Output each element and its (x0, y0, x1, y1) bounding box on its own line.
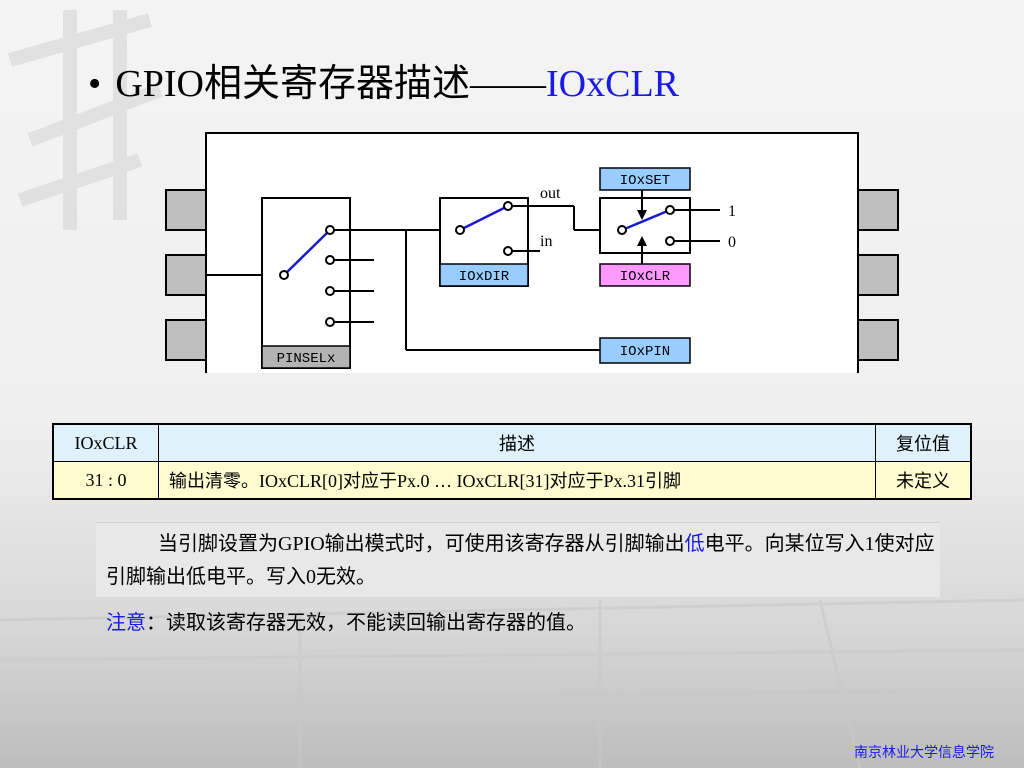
register-table: IOxCLR 描述 复位值 31 : 0 输出清零。IOxCLR[0]对应于Px… (52, 423, 972, 500)
cell-bits: 31 : 0 (52, 461, 159, 500)
note-text: ：读取该寄存器无效，不能读回输出寄存器的值。 (146, 612, 586, 634)
note-line: 注意：读取该寄存器无效，不能读回输出寄存器的值。 (106, 606, 586, 635)
gpio-diagram: PINSELx IOxDIR out in 1 0 IOxSET IOxCLR … (165, 132, 899, 373)
ioxset-label: IOxSET (620, 173, 670, 189)
header-reset-value: 复位值 (875, 423, 972, 462)
title-bullet: • (88, 63, 102, 105)
pin-left-1 (165, 189, 207, 231)
para-before: 当引脚设置为GPIO输出模式时，可使用该寄存器从引脚输出 (158, 533, 685, 555)
output-switch (621, 208, 671, 232)
pin-right-1 (857, 189, 899, 231)
label-one: 1 (728, 203, 736, 220)
ioxdir-label: IOxDIR (459, 269, 510, 285)
para-after: 电平。向某位写入1使对应引脚输出低电平。写入0无效。 (106, 533, 935, 588)
cell-reset: 未定义 (875, 461, 972, 500)
title-highlight: IOxCLR (546, 63, 679, 105)
ioxpin-label-box (599, 337, 691, 364)
description-paragraph: 当引脚设置为GPIO输出模式时，可使用该寄存器从引脚输出低电平。向某位写入1使对… (106, 528, 946, 594)
note-label: 注意 (106, 612, 146, 634)
pinsel-label: PINSELx (277, 351, 336, 367)
label-in: in (540, 233, 552, 250)
header-register: IOxCLR (52, 423, 159, 462)
pin-left-3 (165, 319, 207, 361)
header-description: 描述 (158, 423, 876, 462)
pin-right-2 (857, 254, 899, 296)
ioxclr-label-box (599, 263, 691, 287)
pin-right-3 (857, 319, 899, 361)
cell-description: 输出清零。IOxCLR[0]对应于Px.0 … IOxCLR[31]对应于Px.… (158, 461, 876, 500)
para-emph: 低 (684, 533, 705, 555)
footer-institution: 南京林业大学信息学院 (854, 744, 994, 760)
ioxdir-label-box (439, 263, 529, 287)
pin-left-2 (165, 254, 207, 296)
pinsel-label-box (261, 345, 351, 369)
pinsel-switch (283, 229, 331, 276)
table-row: 31 : 0 输出清零。IOxCLR[0]对应于Px.0 … IOxCLR[31… (52, 461, 972, 500)
title-main: GPIO相关寄存器描述—— (115, 63, 546, 105)
pinsel-block (261, 197, 351, 369)
ioxset-label-box (599, 167, 691, 191)
ioxdir-switch (459, 204, 509, 232)
description-background (96, 522, 940, 597)
table-header-row: IOxCLR 描述 复位值 (52, 423, 972, 462)
slide-title: • GPIO相关寄存器描述——IOxCLR (88, 52, 679, 107)
label-out: out (540, 185, 561, 202)
label-zero: 0 (728, 234, 736, 251)
ioxclr-label: IOxCLR (620, 269, 671, 285)
ioxpin-label: IOxPIN (620, 344, 670, 360)
